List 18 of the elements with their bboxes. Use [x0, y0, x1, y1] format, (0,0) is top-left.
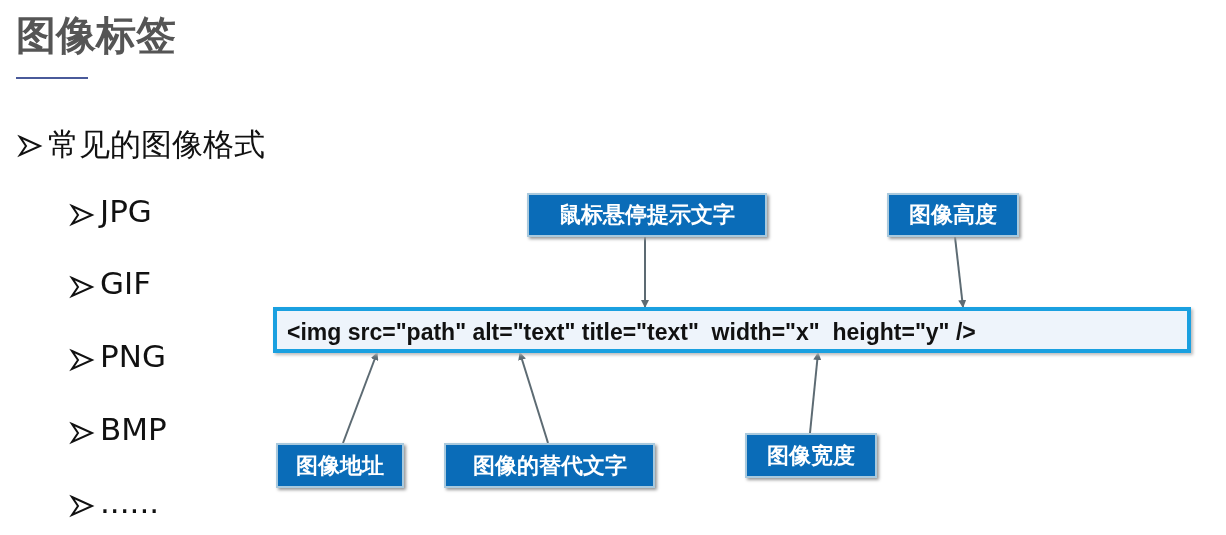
list-item: 常见的图像格式 — [48, 125, 265, 164]
label-box: 图像宽度 — [745, 433, 877, 478]
title: 图像标签 — [16, 11, 176, 60]
code-box: <img src="path" alt="text" title="text" width="x" height="y" /> — [273, 307, 1191, 353]
label-box: 图像的替代文字 — [444, 443, 655, 488]
arrow — [342, 352, 379, 444]
list-item: ...... — [100, 484, 160, 520]
list-item: BMP — [100, 411, 167, 447]
list-item: PNG — [100, 338, 166, 374]
list-item: GIF — [100, 265, 151, 301]
list-item: JPG — [100, 193, 152, 229]
label-box: 鼠标悬停提示文字 — [527, 193, 767, 237]
label-box: 图像高度 — [887, 193, 1019, 237]
label-box: 图像地址 — [276, 443, 404, 488]
arrow — [518, 352, 549, 444]
arrow — [641, 236, 649, 308]
arrow — [954, 236, 967, 308]
arrow — [809, 352, 822, 434]
